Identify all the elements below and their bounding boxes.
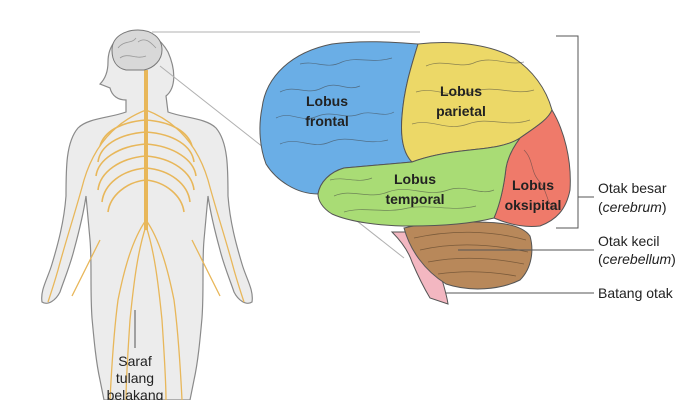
label-occipital-l1: Lobus	[512, 177, 554, 193]
cerebellum-latin-line: (cerebellum)	[598, 251, 676, 267]
brainstem-name: Batang otak	[598, 285, 674, 301]
peripheral-nerves	[47, 109, 245, 400]
cerebrum-bracket	[556, 35, 579, 229]
label-frontal-l1: Lobus	[306, 93, 348, 109]
cerebrum-name: Otak besar	[598, 180, 667, 196]
callouts	[446, 35, 594, 294]
label-parietal-l1: Lobus	[440, 83, 482, 99]
cerebrum-latin-line: (cerebrum)	[598, 199, 666, 215]
label-temporal-l2: temporal	[385, 191, 444, 207]
spinal-label-l2: tulang	[116, 370, 154, 386]
head-brain	[111, 29, 163, 71]
label-parietal-l2: parietal	[436, 103, 486, 119]
cerebellum-latin: cerebellum	[603, 251, 672, 267]
brain: Lobus frontal Lobus parietal Lobus tempo…	[259, 41, 571, 305]
cerebellum-name: Otak kecil	[598, 233, 659, 249]
lobe-temporal	[317, 137, 521, 227]
spinal-label-l1: Saraf	[118, 353, 152, 369]
label-temporal-l1: Lobus	[394, 171, 436, 187]
ribcage	[95, 119, 197, 213]
cerebrum-latin: cerebrum	[603, 199, 662, 215]
label-occipital-l2: oksipital	[505, 197, 562, 213]
spinal-label-l3: belakang	[107, 387, 164, 400]
human-figure	[41, 29, 253, 400]
label-frontal-l2: frontal	[305, 113, 349, 129]
